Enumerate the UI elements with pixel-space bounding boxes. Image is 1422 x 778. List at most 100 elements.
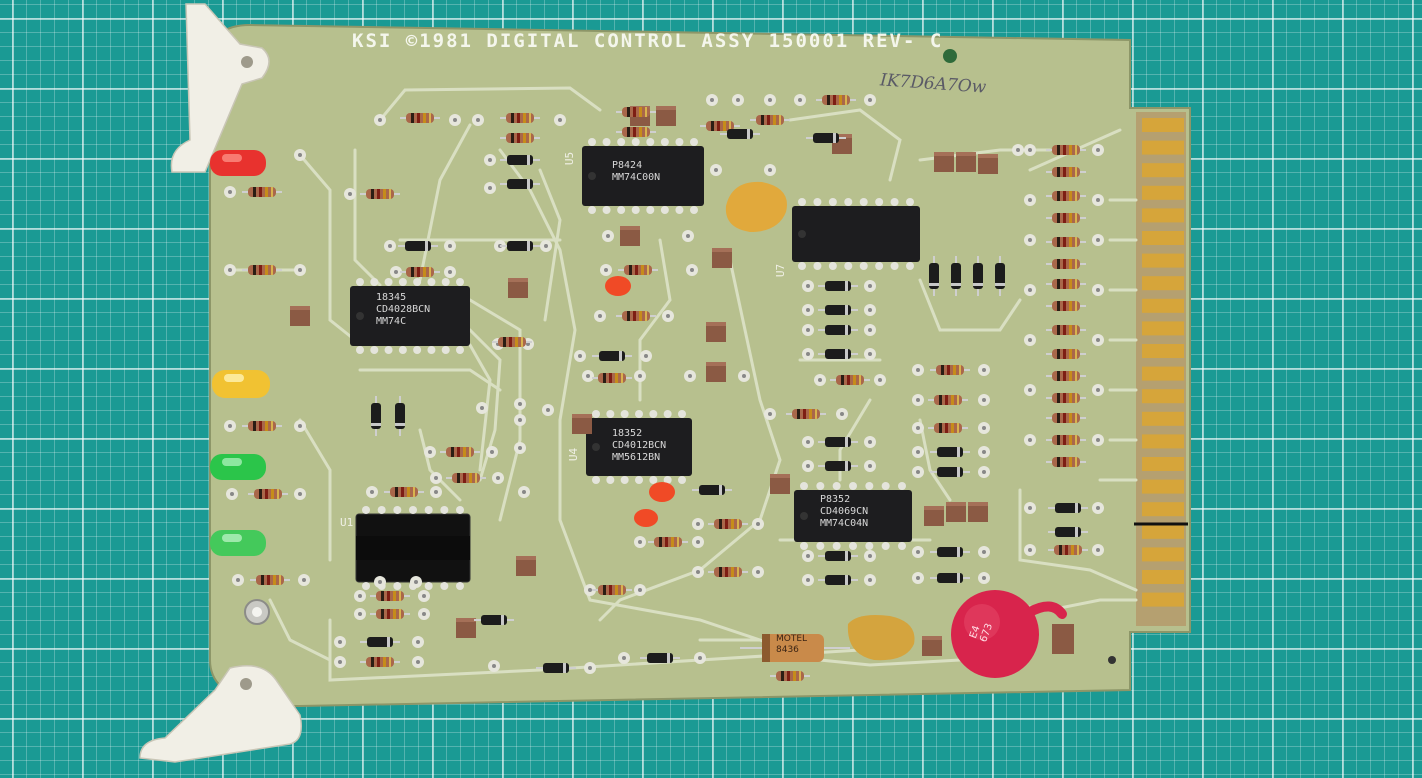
ic-pin: [424, 506, 433, 514]
solder-pad: [294, 149, 306, 161]
ceramic-capacitor: [516, 556, 536, 576]
solder-pad: [752, 518, 764, 530]
ic-pin: [441, 346, 450, 354]
solder-pad: [514, 442, 526, 454]
ic-pin: [398, 346, 407, 354]
solder-pad: [1024, 234, 1036, 246]
ic-pin: [620, 476, 629, 484]
ic-pin: [800, 542, 808, 550]
connector-finger: [1142, 321, 1184, 336]
ic-pin: [409, 506, 417, 514]
ic-line: MM5612BN: [612, 452, 661, 463]
solder-pad: [1092, 434, 1104, 446]
tantalum-cap-yellow-1: [725, 181, 787, 232]
ic-pin: [413, 278, 422, 286]
via-green: [943, 49, 957, 63]
ic-pin: [859, 262, 868, 270]
ic-pin: [798, 262, 806, 270]
solder-pad: [1024, 334, 1036, 346]
ref-u1: U1: [340, 516, 354, 529]
ic-pin: [898, 542, 906, 550]
ic-pin: [690, 138, 698, 146]
ic-pin: [859, 198, 868, 206]
ic-pin: [370, 346, 379, 354]
ceramic-capacitor: [290, 306, 310, 326]
solder-pad: [232, 574, 244, 586]
ic-pin: [427, 278, 436, 286]
led-yellow: [212, 370, 270, 398]
solder-pad: [294, 488, 306, 500]
solder-pad: [802, 550, 814, 562]
solder-pad: [912, 466, 924, 478]
ic-pin: [646, 206, 655, 214]
ic-pin: [828, 198, 837, 206]
led-green-1: [210, 454, 266, 480]
ic-pin: [362, 506, 370, 514]
solder-pad: [814, 374, 826, 386]
solder-pad: [978, 572, 990, 584]
solder-pad: [444, 266, 456, 278]
ic-pin: [393, 582, 402, 590]
ic-chip-2-label: P8424 MM74C00N: [612, 160, 660, 184]
ic-chip-3: [586, 418, 692, 476]
solder-pad: [298, 574, 310, 586]
ic-pin: [849, 542, 857, 550]
solder-pad: [344, 188, 356, 200]
tantalum-cap-yellow-2: [847, 615, 915, 661]
solder-pad: [710, 164, 722, 176]
connector-finger: [1142, 457, 1184, 471]
solder-pad: [1092, 234, 1104, 246]
solder-pad: [584, 662, 596, 674]
ic-pin: [898, 482, 906, 490]
ic-chip-1: [350, 286, 470, 346]
solder-pad: [912, 546, 924, 558]
solder-pad: [802, 348, 814, 360]
ceramic-capacitor: [712, 248, 732, 268]
ic-line: P8352: [820, 494, 851, 505]
connector-finger: [1142, 253, 1184, 268]
connector-finger: [1142, 366, 1184, 381]
ic-pin: [865, 542, 874, 550]
connector-finger: [1142, 298, 1184, 313]
solder-pad: [1024, 284, 1036, 296]
solder-pad: [410, 576, 422, 588]
ceramic-capacitor: [922, 636, 942, 656]
ceramic-capacitor: [968, 502, 988, 522]
ic-pin: [413, 346, 422, 354]
ic-pin: [370, 278, 379, 286]
ic-pin: [865, 482, 874, 490]
solder-pad: [1024, 502, 1036, 514]
ic-chip-4: [794, 490, 912, 542]
solder-pad: [488, 660, 500, 672]
solder-pad: [594, 310, 606, 322]
connector-finger: [1142, 208, 1184, 223]
solder-pad: [912, 572, 924, 584]
solder-pad: [354, 590, 366, 602]
ic-pin: [844, 262, 853, 270]
solder-pad: [802, 436, 814, 448]
solder-pad: [1092, 502, 1104, 514]
solder-pad: [1092, 194, 1104, 206]
ic-pin: [617, 206, 626, 214]
ic-pin: [906, 262, 914, 270]
ceramic-capacitor: [956, 152, 976, 172]
axial-capacitor-label: MOTEL 8436: [776, 634, 808, 655]
solder-pad: [1092, 284, 1104, 296]
connector-finger: [1142, 140, 1184, 155]
solder-pad: [978, 364, 990, 376]
solder-pad: [764, 94, 776, 106]
ic-pin: [362, 582, 370, 590]
ic-pin: [646, 138, 655, 146]
ic-pin: [832, 542, 841, 550]
solder-pad: [692, 566, 704, 578]
ic-pin: [678, 476, 686, 484]
solder-pad: [706, 94, 718, 106]
solder-pad: [476, 402, 488, 414]
solder-pad: [430, 486, 442, 498]
ceramic-capacitor: [946, 502, 966, 522]
solder-pad: [794, 94, 806, 106]
ic-pin: [377, 506, 386, 514]
ceramic-capacitor: [934, 152, 954, 172]
solder-pad: [1092, 144, 1104, 156]
ic-pin: [393, 506, 402, 514]
